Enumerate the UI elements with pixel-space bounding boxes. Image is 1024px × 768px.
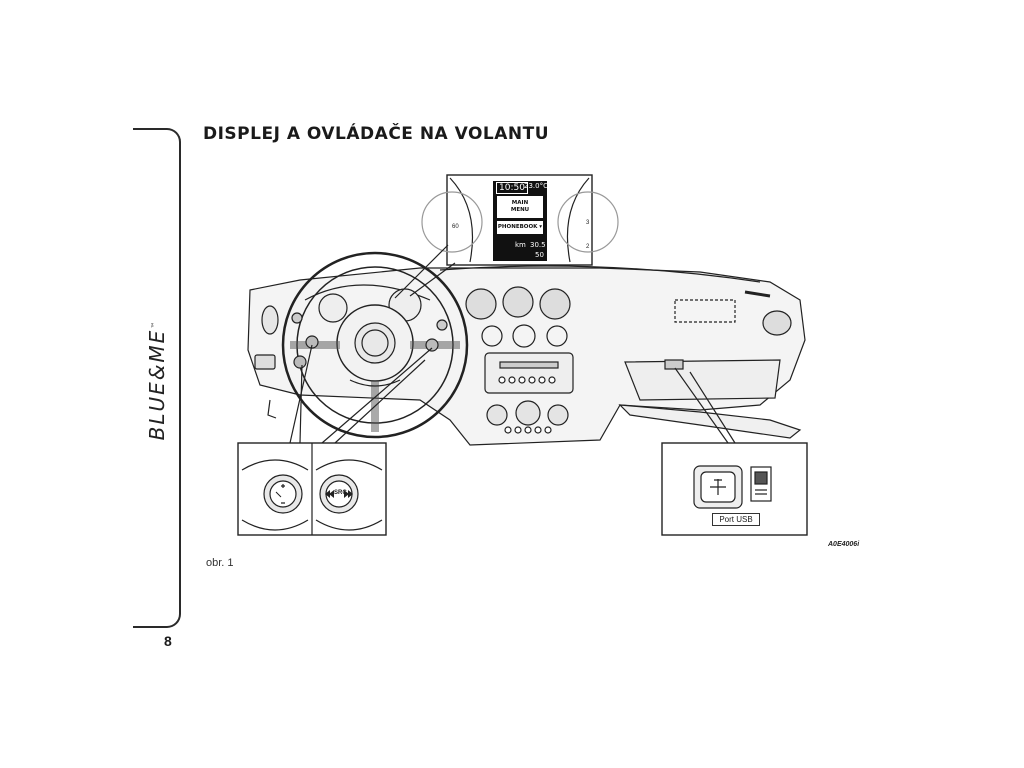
svg-text:2: 2 [586, 244, 590, 250]
display-trip: 50 [535, 251, 544, 259]
svg-text:3: 3 [586, 220, 590, 226]
page-title: DISPLEJ A OVLÁDAČE NA VOLANTU [203, 124, 550, 144]
usb-icon [710, 479, 726, 495]
volume-icon [281, 484, 285, 504]
display-main-menu: MAIN MENU [497, 196, 543, 218]
svg-text:60: 60 [452, 224, 459, 230]
phone-icon [275, 491, 282, 498]
display-phonebook: PHONEBOOK ▾ [497, 221, 543, 234]
src-button-label: SRC [334, 490, 347, 496]
usb-port-label: Port USB [712, 513, 760, 526]
display-temperature: 23.0°C [524, 182, 548, 190]
display-odometer: 30.5 [530, 241, 546, 249]
steering-wheel-icon [281, 251, 469, 439]
seek-icon [325, 490, 353, 498]
display-time: 10:50 [496, 182, 528, 194]
figure-caption: obr. 1 [206, 557, 234, 569]
cluster-display: 10:50 23.0°C MAIN MENU PHONEBOOK ▾ km 30… [493, 181, 548, 261]
figure-code: A0E4006i [828, 541, 860, 548]
display-km-unit: km [515, 241, 526, 249]
page-edge-bracket [133, 128, 181, 628]
windows-media-icon [754, 471, 768, 495]
page-number: 8 [164, 633, 172, 649]
